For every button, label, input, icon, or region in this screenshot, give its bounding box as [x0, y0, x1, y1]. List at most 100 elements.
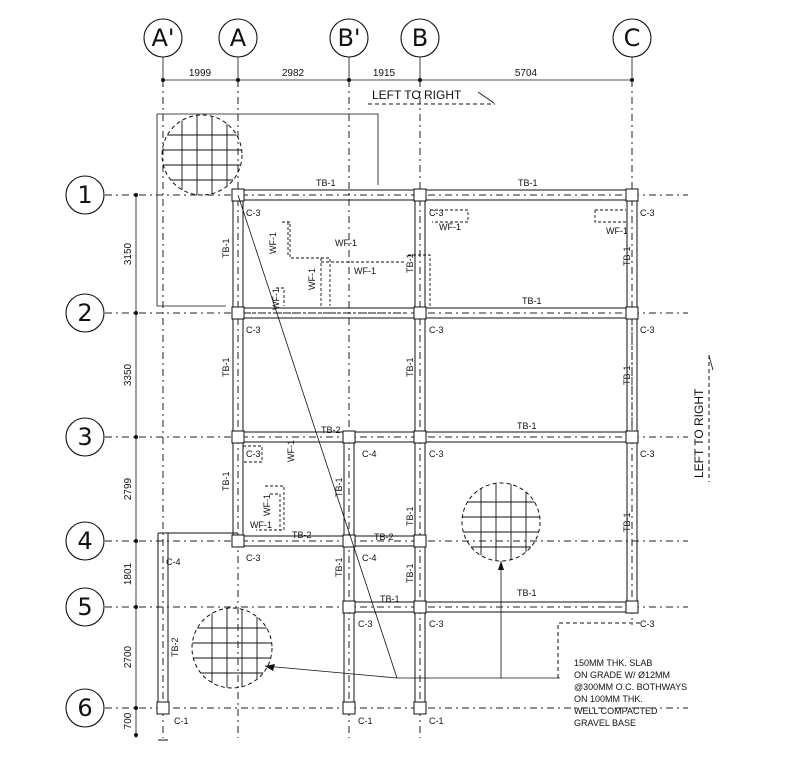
- svg-text:WF-1: WF-1: [262, 494, 272, 516]
- svg-text:C-3: C-3: [246, 325, 261, 335]
- svg-text:C-3: C-3: [640, 208, 655, 218]
- svg-text:TB-1: TB-1: [221, 357, 231, 377]
- svg-text:WF-1: WF-1: [335, 238, 357, 248]
- slab-symbol-3: [191, 607, 273, 689]
- wall-footing-labels: WF-1 WF-1 WF-1 WF-1 WF-1 WF-1 WF-1 WF-1 …: [250, 222, 628, 530]
- svg-text:C-3: C-3: [640, 619, 655, 629]
- svg-text:TB-1: TB-1: [316, 178, 336, 188]
- dim-5-6: 2700: [123, 645, 134, 668]
- svg-text:C-3: C-3: [358, 619, 373, 629]
- svg-text:C-3: C-3: [640, 449, 655, 459]
- column-grid-bubbles: A' A B' B C: [143, 18, 652, 80]
- svg-text:C-3: C-3: [246, 449, 261, 459]
- svg-text:C-4: C-4: [362, 553, 377, 563]
- svg-text:C-3: C-3: [246, 553, 261, 563]
- svg-text:150MM THK. SLAB: 150MM THK. SLAB: [574, 658, 652, 668]
- svg-text:C-4: C-4: [166, 557, 181, 567]
- tie-beams: [157, 189, 638, 741]
- beam-labels: TB-1 TB-1 TB-1 TB-1 TB-1 TB-1 TB-2 TB-2 …: [170, 178, 632, 657]
- svg-text:C-4: C-4: [362, 449, 377, 459]
- grid-bubble-5: 5: [65, 587, 105, 627]
- structural-columns: [156, 188, 639, 715]
- svg-text:C-1: C-1: [429, 716, 444, 726]
- svg-text:C-1: C-1: [174, 716, 189, 726]
- slab-boundary-outline: [156, 113, 379, 307]
- svg-text:TB-1: TB-1: [517, 421, 537, 431]
- svg-text:A: A: [230, 24, 247, 52]
- svg-text:WF-1: WF-1: [439, 222, 461, 232]
- svg-text:1: 1: [77, 181, 92, 209]
- grid-bubble-3: 3: [65, 417, 105, 457]
- svg-text:TB-1: TB-1: [405, 506, 415, 526]
- grid-bubble-6: 6: [65, 688, 105, 728]
- dim-b-prime-b: 1915: [373, 68, 396, 79]
- grid-bubble-1: 1: [65, 175, 105, 215]
- svg-text:WF-1: WF-1: [271, 288, 281, 310]
- dim-1-2: 3150: [123, 242, 134, 265]
- svg-text:TB-1: TB-1: [622, 512, 632, 532]
- svg-text:TB-1: TB-1: [622, 365, 632, 385]
- svg-text:C-3: C-3: [429, 208, 444, 218]
- svg-text:C-3: C-3: [429, 449, 444, 459]
- svg-text:TB-1: TB-1: [221, 471, 231, 491]
- grid-bubble-b-prime: B': [329, 18, 369, 80]
- svg-text:TB-2: TB-2: [170, 637, 180, 657]
- slab-spec-note: 150MM THK. SLAB ON GRADE W/ Ø12MM @300MM…: [574, 658, 687, 728]
- svg-text:A': A': [151, 24, 174, 52]
- svg-text:TB-2: TB-2: [321, 425, 341, 435]
- svg-text:C-3: C-3: [246, 208, 261, 218]
- svg-text:@300MM O.C. BOTHWAYS: @300MM O.C. BOTHWAYS: [574, 682, 687, 692]
- grid-bubble-4: 4: [65, 521, 105, 561]
- top-dimension-string: 1999 2982 1915 5704: [161, 68, 634, 82]
- dim-4-5: 1801: [123, 562, 134, 585]
- svg-text:ON 100MM THK.: ON 100MM THK.: [574, 694, 643, 704]
- dim-a-prime-a: 1999: [189, 68, 212, 79]
- dim-a-b-prime: 2982: [282, 68, 305, 79]
- svg-text:C-3: C-3: [640, 325, 655, 335]
- grid-bubble-c: C: [612, 18, 652, 80]
- svg-text:LEFT TO RIGHT: LEFT TO RIGHT: [372, 88, 462, 102]
- svg-text:TB-1: TB-1: [518, 178, 538, 188]
- grid-bubble-b: B: [400, 18, 440, 80]
- svg-text:TB-1: TB-1: [405, 357, 415, 377]
- svg-text:C-3: C-3: [429, 619, 444, 629]
- svg-text:TB-2: TB-2: [292, 530, 312, 540]
- dim-2-3: 3350: [123, 363, 134, 386]
- dim-b-c: 5704: [515, 68, 538, 79]
- svg-text:TB-1: TB-1: [334, 557, 344, 577]
- slab-symbol-1: [161, 114, 243, 196]
- svg-text:6: 6: [77, 694, 92, 722]
- grid-bubble-a-prime: A': [143, 18, 183, 80]
- svg-text:2: 2: [77, 299, 92, 327]
- svg-text:3: 3: [77, 423, 92, 451]
- svg-text:WF-1: WF-1: [268, 232, 278, 254]
- svg-text:WELL COMPACTED: WELL COMPACTED: [574, 706, 658, 716]
- svg-text:TB-1: TB-1: [405, 563, 415, 583]
- svg-text:TB-1: TB-1: [334, 477, 344, 497]
- slab-symbol-2: [461, 482, 541, 562]
- svg-text:TB-1: TB-1: [380, 594, 400, 604]
- svg-text:B: B: [412, 24, 428, 52]
- horizontal-grid-lines: [105, 194, 688, 709]
- svg-text:WF-1: WF-1: [307, 268, 317, 290]
- grid-bubble-a: A: [218, 18, 258, 80]
- svg-text:WF-1: WF-1: [286, 440, 296, 462]
- svg-text:5: 5: [77, 593, 92, 621]
- svg-text:TB-1: TB-1: [405, 253, 415, 273]
- svg-text:WF-1: WF-1: [606, 226, 628, 236]
- leader-lines: [237, 194, 640, 679]
- dim-6-edge: 700: [123, 712, 134, 729]
- left-dimension-string: 3150 3350 2799 1801 2700 700: [123, 193, 138, 738]
- svg-text:WF-1: WF-1: [250, 520, 272, 530]
- svg-text:TB-1: TB-1: [622, 246, 632, 266]
- svg-text:B': B': [337, 24, 360, 52]
- svg-text:4: 4: [77, 527, 92, 555]
- svg-text:TB-1: TB-1: [522, 296, 542, 306]
- dim-3-4: 2799: [123, 477, 134, 500]
- svg-text:LEFT TO RIGHT: LEFT TO RIGHT: [692, 388, 706, 478]
- svg-text:C: C: [624, 24, 641, 52]
- svg-text:ON GRADE W/ Ø12MM: ON GRADE W/ Ø12MM: [574, 670, 670, 680]
- wall-footings: [242, 209, 633, 531]
- row-grid-bubbles: 1 2 3 4 5 6: [65, 175, 105, 728]
